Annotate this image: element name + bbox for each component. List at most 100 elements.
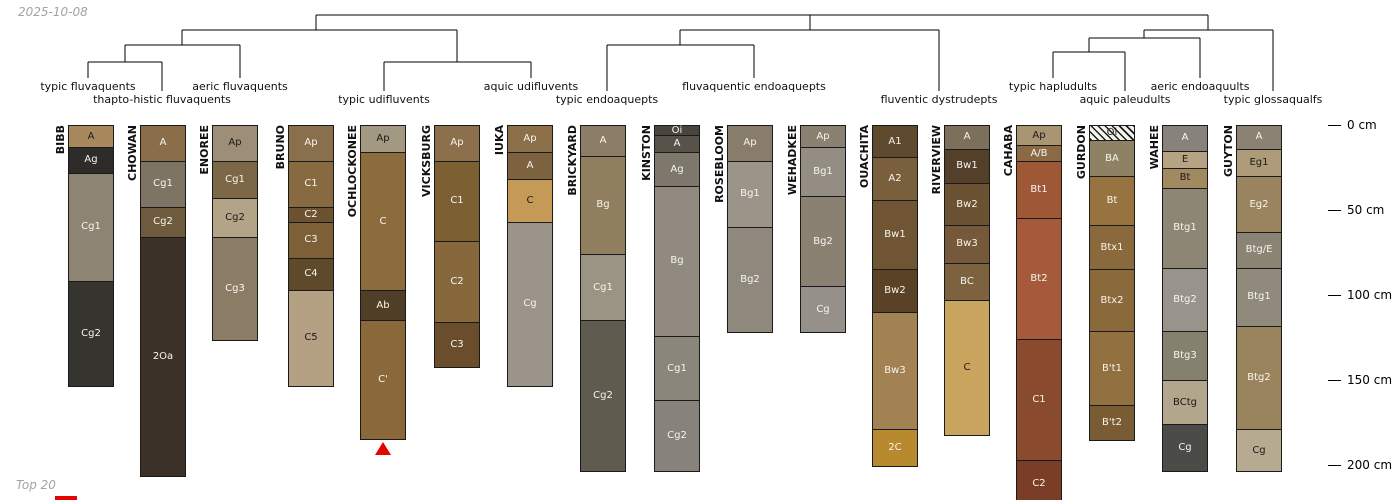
horizon-label: 2Oa bbox=[152, 351, 174, 363]
horizon-label: A bbox=[963, 131, 971, 143]
horizon-label: Btg1 bbox=[1173, 222, 1197, 234]
horizon-label: A bbox=[159, 137, 167, 149]
soil-horizon: Bg1 bbox=[728, 161, 772, 228]
horizon-label: Cg3 bbox=[225, 283, 245, 295]
soil-horizon: A bbox=[655, 136, 699, 154]
horizon-label: Eg1 bbox=[1249, 156, 1269, 168]
soil-horizon: Ap bbox=[361, 126, 405, 154]
soil-horizon: C1 bbox=[289, 161, 333, 208]
soil-horizon: Bt1 bbox=[1017, 161, 1061, 220]
horizon-label: Cg1 bbox=[225, 173, 245, 185]
horizon-label: C1 bbox=[450, 195, 464, 207]
soil-horizon: Eg1 bbox=[1237, 149, 1281, 177]
horizon-label: B't1 bbox=[1102, 362, 1122, 374]
profile-name: CHOWAN bbox=[126, 125, 139, 181]
horizon-label: Ap bbox=[816, 130, 830, 142]
soil-horizon: Ap bbox=[508, 126, 552, 154]
soil-horizon: B't1 bbox=[1090, 331, 1134, 407]
horizon-label: Bw1 bbox=[884, 229, 906, 241]
profile-name: OUACHITA bbox=[858, 125, 871, 188]
horizon-label: Ap bbox=[743, 137, 757, 149]
red-triangle-marker bbox=[375, 441, 391, 455]
horizon-label: Bt1 bbox=[1030, 184, 1048, 196]
soil-horizon: Ab bbox=[361, 290, 405, 322]
soil-horizon: A1 bbox=[873, 126, 917, 159]
horizon-label: Cg2 bbox=[81, 328, 101, 340]
soil-horizon: Ap bbox=[801, 126, 845, 149]
soil-horizon: Cg1 bbox=[655, 336, 699, 402]
soil-horizon: Ap bbox=[213, 126, 257, 162]
horizon-label: Bw1 bbox=[956, 160, 978, 172]
horizon-label: A1 bbox=[888, 135, 902, 147]
axis-tick bbox=[1328, 125, 1341, 126]
soil-horizon: Btg2 bbox=[1237, 326, 1281, 431]
soil-horizon: Cg bbox=[508, 222, 552, 387]
profile-name: ROSEBLOOM bbox=[713, 125, 726, 203]
soil-horizon: A bbox=[1163, 126, 1207, 152]
soil-horizon: Bw1 bbox=[945, 149, 989, 184]
soil-horizon: Eg2 bbox=[1237, 176, 1281, 234]
soil-horizon: Cg2 bbox=[655, 401, 699, 472]
axis-tick-label: 100 cm bbox=[1347, 288, 1393, 302]
soil-horizon: 2Oa bbox=[141, 238, 185, 477]
horizon-label: Bw3 bbox=[956, 238, 978, 250]
soil-horizon: C bbox=[508, 180, 552, 223]
profile-name: RIVERVIEW bbox=[930, 125, 943, 195]
soil-horizon: Cg1 bbox=[581, 255, 625, 322]
horizon-label: Btg3 bbox=[1173, 349, 1197, 361]
soil-horizon: Bt bbox=[1163, 168, 1207, 189]
soil-horizon: Bw1 bbox=[873, 200, 917, 271]
horizon-label: Ag bbox=[84, 154, 98, 166]
taxon-group-label: typic endoaquepts bbox=[555, 93, 659, 106]
horizon-label: A bbox=[599, 134, 607, 146]
soil-horizon: C' bbox=[361, 321, 405, 439]
soil-horizon: Btg2 bbox=[1163, 268, 1207, 332]
profile-name: ENOREE bbox=[198, 125, 211, 175]
soil-horizon: C2 bbox=[1017, 460, 1061, 500]
horizon-label: C2 bbox=[304, 208, 318, 220]
horizon-label: Btg2 bbox=[1173, 293, 1197, 305]
soil-horizon: C1 bbox=[435, 161, 479, 242]
soil-horizon: Bw3 bbox=[873, 312, 917, 431]
horizon-label: C3 bbox=[304, 234, 318, 246]
horizon-label: Bg bbox=[596, 199, 610, 211]
soil-horizon: Ap bbox=[1017, 126, 1061, 147]
soil-horizon: C bbox=[361, 153, 405, 291]
profile-name: GURDON bbox=[1075, 125, 1088, 180]
horizon-label: Cg2 bbox=[667, 430, 687, 442]
soil-horizon: Cg bbox=[1163, 425, 1207, 472]
soil-horizon: Cg2 bbox=[141, 207, 185, 239]
taxon-group-label: typic hapludults bbox=[1008, 80, 1098, 93]
horizon-label: Ap bbox=[1032, 129, 1046, 141]
horizon-label: Btx1 bbox=[1100, 241, 1124, 253]
soil-horizon: Cg bbox=[801, 287, 845, 332]
horizon-label: 2C bbox=[888, 442, 902, 454]
horizon-label: Bt bbox=[1179, 172, 1191, 184]
soil-horizon: Cg2 bbox=[581, 321, 625, 472]
horizon-label: C bbox=[526, 195, 534, 207]
horizon-label: Ap bbox=[376, 133, 390, 145]
soil-horizon: Bt2 bbox=[1017, 219, 1061, 341]
soil-horizon: Cg1 bbox=[213, 161, 257, 200]
horizon-label: Cg2 bbox=[225, 212, 245, 224]
soil-horizon: Bg1 bbox=[801, 148, 845, 198]
horizon-label: Ap bbox=[450, 137, 464, 149]
soil-horizon: Btg1 bbox=[1237, 268, 1281, 327]
soil-horizon: Bt bbox=[1090, 176, 1134, 227]
soil-horizon: Bw2 bbox=[945, 183, 989, 227]
horizon-label: Bt bbox=[1106, 195, 1118, 207]
soil-horizon: BCtg bbox=[1163, 380, 1207, 426]
horizon-label: Cg2 bbox=[593, 390, 613, 402]
soil-horizon: A bbox=[945, 126, 989, 150]
